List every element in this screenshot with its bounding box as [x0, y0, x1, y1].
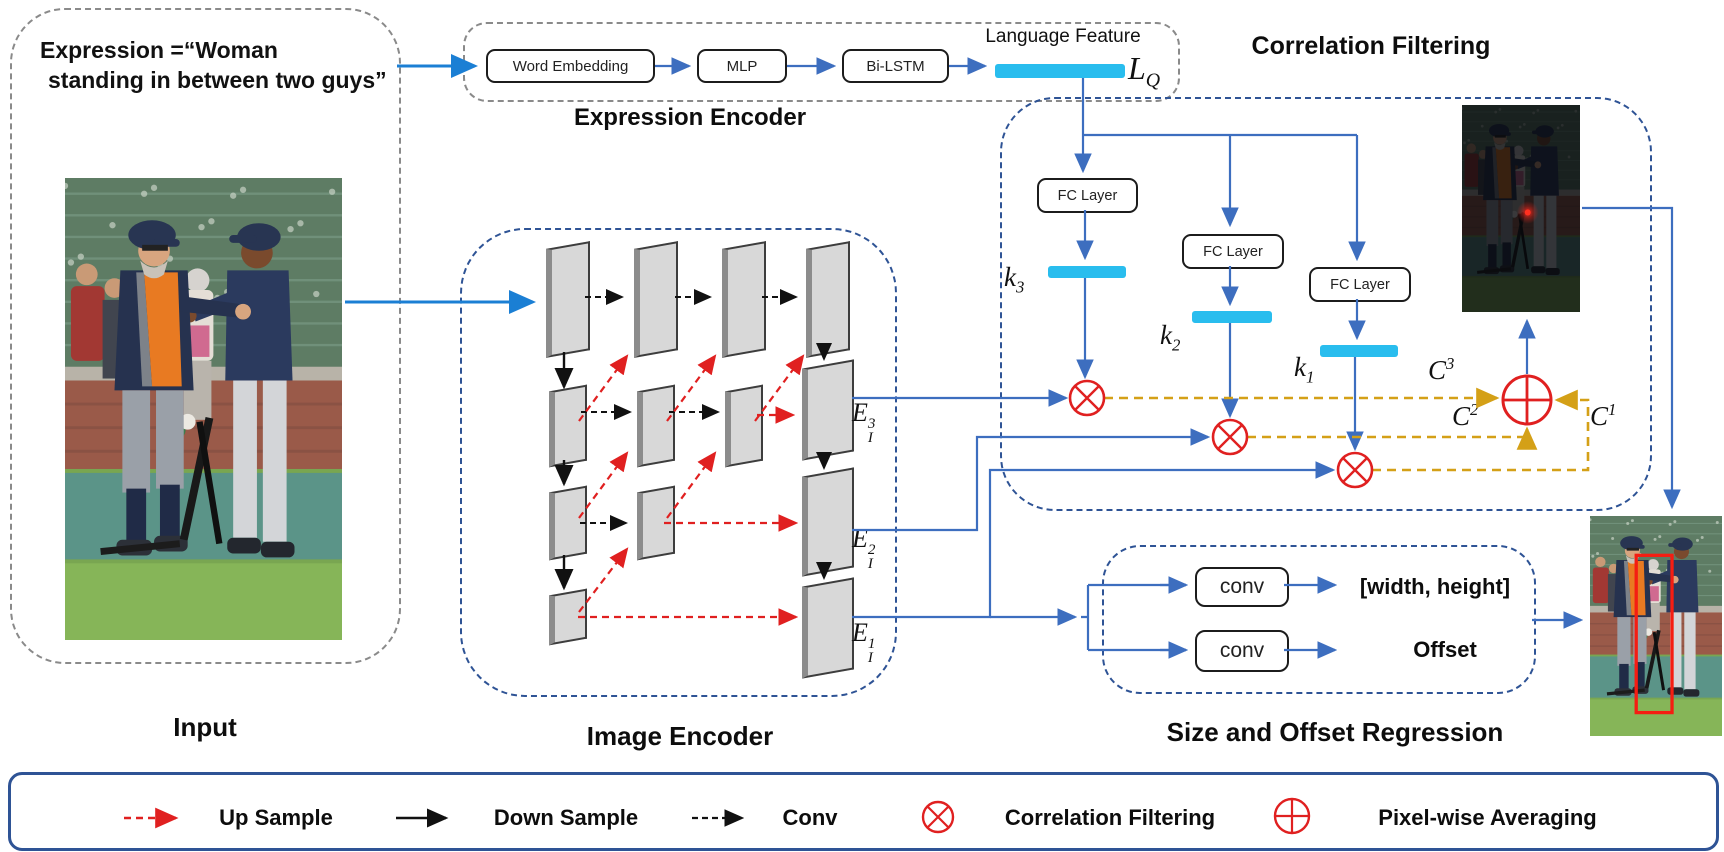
correlation-filtering-title: Correlation Filtering — [1251, 32, 1491, 60]
kernel-label-k3: k3 — [1004, 262, 1025, 297]
conv-box-size: conv — [1195, 567, 1289, 607]
output-photo — [1590, 516, 1722, 736]
feature-map-E1 — [802, 577, 854, 679]
expression-text: Expression =“Woman standing in between t… — [40, 36, 390, 96]
legend-pixel-wise-averaging: Pixel-wise Averaging — [1378, 805, 1597, 830]
expression-encoder-caption: Expression Encoder — [573, 104, 807, 131]
input-caption: Input — [173, 712, 237, 742]
correlation-label-c2: C2 — [1452, 400, 1479, 431]
language-feature-bar — [995, 64, 1125, 78]
expression-line2: standing in between two guys” — [48, 66, 387, 93]
expression-line1: Expression =“Woman — [40, 37, 278, 63]
language-feature-label: Language Feature — [985, 26, 1141, 47]
image-encoder-caption: Image Encoder — [586, 721, 774, 751]
legend-down-sample: Down Sample — [493, 805, 639, 830]
legend-box — [8, 772, 1719, 851]
kernel-label-k1: k1 — [1294, 352, 1315, 387]
legend-correlation-filtering: Correlation Filtering — [1004, 805, 1216, 830]
legend-conv: Conv — [782, 805, 838, 830]
input-section-box — [10, 8, 401, 664]
feature-map — [637, 485, 675, 561]
correlation-label-c1: C1 — [1590, 400, 1617, 431]
kernel-label-k2: k2 — [1160, 320, 1181, 355]
word-embedding-label: Word Embedding — [512, 57, 629, 75]
bilstm-box: Bi-LSTM — [842, 49, 949, 83]
feature-map — [722, 241, 766, 358]
feature-map — [549, 485, 587, 561]
feature-map — [634, 241, 678, 358]
language-feature-symbol: LQ — [1128, 50, 1161, 92]
fc-layer-box-2: FC Layer — [1182, 234, 1284, 269]
feature-map — [725, 384, 763, 468]
input-photo — [65, 178, 342, 640]
kernel-bar-k2 — [1192, 311, 1272, 323]
fc-layer-box-3: FC Layer — [1309, 267, 1411, 302]
feature-map — [549, 588, 587, 646]
kernel-bar-k1 — [1320, 345, 1398, 357]
size-output-label: [width, height] — [1359, 574, 1511, 599]
feature-map — [637, 384, 675, 468]
mlp-box: MLP — [697, 49, 787, 83]
kernel-bar-k3 — [1048, 266, 1126, 278]
regression-caption: Size and Offset Regression — [1166, 717, 1504, 747]
offset-output-label: Offset — [1413, 637, 1477, 662]
word-embedding-box: Word Embedding — [486, 49, 655, 83]
bilstm-label: Bi-LSTM — [866, 57, 925, 75]
feature-map-E2 — [802, 467, 854, 577]
feature-map — [806, 241, 850, 358]
feature-map — [546, 241, 590, 358]
mlp-label: MLP — [726, 57, 758, 75]
legend-up-sample: Up Sample — [219, 805, 333, 830]
correlation-label-c3: C3 — [1428, 354, 1455, 385]
feature-map-E3 — [802, 359, 854, 461]
regression-box — [1102, 545, 1536, 694]
attention-heatmap-image — [1462, 105, 1580, 312]
conv-box-offset: conv — [1195, 630, 1289, 672]
feature-map — [549, 384, 587, 468]
fc-layer-box-1: FC Layer — [1037, 178, 1138, 213]
